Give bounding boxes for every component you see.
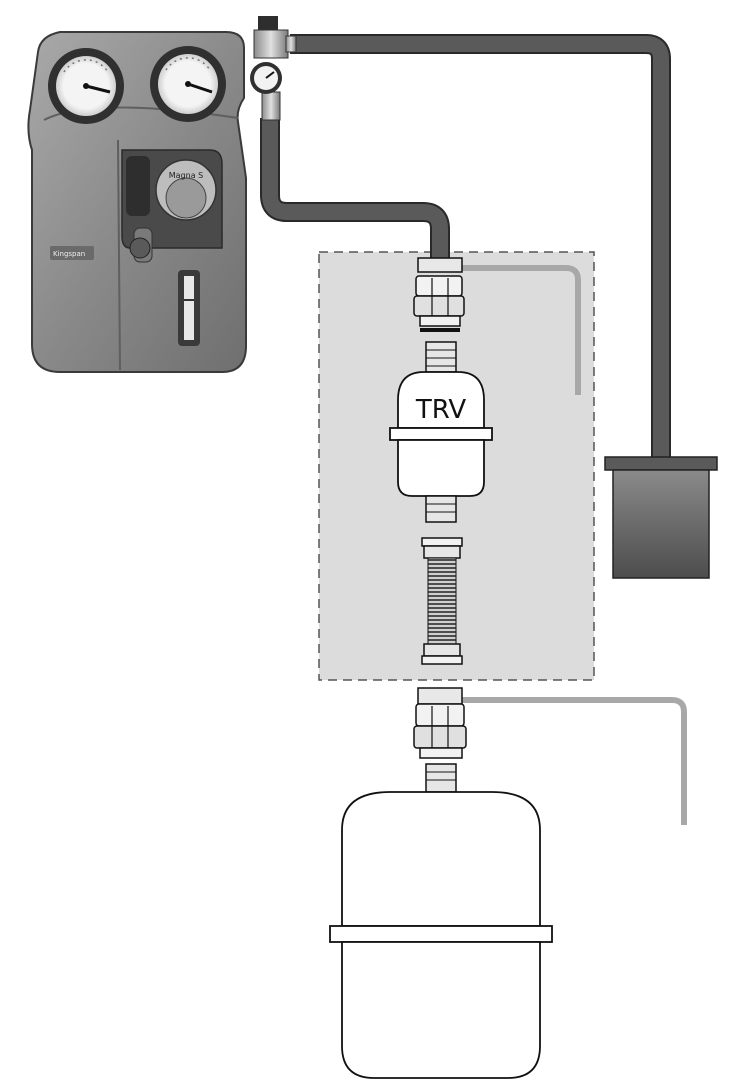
flow-meter-icon xyxy=(178,270,200,346)
return-line-upper xyxy=(438,265,581,395)
upper-compression-fitting xyxy=(413,257,465,332)
circulation-pump-icon: Magna S xyxy=(126,156,217,221)
supply-pipe xyxy=(260,118,450,262)
return-line-lower xyxy=(438,697,687,825)
solar-collector xyxy=(604,456,718,579)
thermometer-gauge-icon xyxy=(48,48,124,124)
pressure-gauge-icon xyxy=(250,62,282,94)
expansion-vessel-icon xyxy=(329,791,553,1079)
thermometer-gauge-icon xyxy=(150,46,226,122)
trv-label: TRV xyxy=(415,395,467,425)
thermostatic-radiator-valve-icon: TRV xyxy=(389,341,493,523)
pump-brand-label: Magna S xyxy=(169,171,203,180)
lower-compression-fitting xyxy=(413,687,467,793)
station-brand-label: Kingspan xyxy=(53,250,85,258)
safety-valve-fitting xyxy=(253,16,297,121)
flexible-hose xyxy=(421,537,463,665)
solar-pump-station: Magna S Kingspan xyxy=(27,31,247,373)
